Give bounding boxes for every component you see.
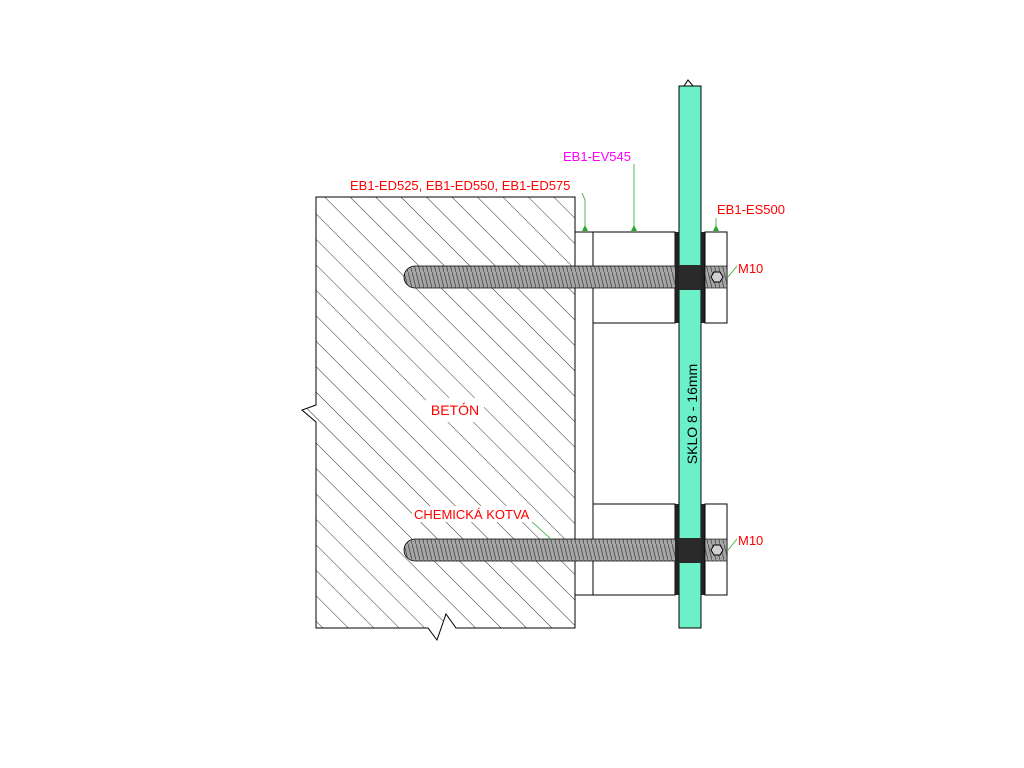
gasket-bottom-left xyxy=(675,504,679,595)
anchor-label-bg xyxy=(412,506,532,522)
bolt-head-top xyxy=(710,271,724,283)
concrete-label: BETÓN xyxy=(431,402,479,418)
arrow-spacer xyxy=(582,225,588,231)
glass-break-mark xyxy=(679,79,701,87)
cap-label: EB1-ES500 xyxy=(717,202,785,217)
threaded-rod-bottom xyxy=(403,538,727,562)
spacer-plate xyxy=(574,231,594,596)
spacer-label: EB1-ED525, EB1-ED550, EB1-ED575 xyxy=(350,178,570,193)
glass-panel xyxy=(678,85,702,629)
anchor-label: CHEMICKÁ KOTVA xyxy=(414,507,530,522)
holder-label: EB1-EV545 xyxy=(563,149,631,164)
gasket-top-left xyxy=(675,232,679,323)
glass-label: SKLO 8 - 16mm xyxy=(684,364,700,464)
bolt-top-label: M10 xyxy=(738,261,763,276)
holder-label-bg xyxy=(562,148,640,164)
leader-bolt-bottom xyxy=(727,538,738,551)
threaded-rod-top xyxy=(403,265,727,289)
concrete-label-bg xyxy=(426,398,484,422)
gasket-top-right xyxy=(701,232,705,323)
sleeve-top xyxy=(679,265,701,290)
arrow-holder xyxy=(631,225,637,231)
spacer-label-bg xyxy=(349,177,583,193)
leader-anchor xyxy=(529,519,553,541)
cap-label-bg xyxy=(716,201,790,217)
leader-lines xyxy=(529,163,738,551)
bolt-head-bottom xyxy=(710,544,724,556)
gasket-bottom-right xyxy=(701,504,705,595)
leader-bolt-top xyxy=(727,265,738,278)
leader-spacer xyxy=(581,192,586,230)
concrete-block: BETÓN xyxy=(301,196,576,642)
arrow-cap xyxy=(713,225,719,231)
bolt-bottom-label: M10 xyxy=(738,533,763,548)
sleeve-bottom xyxy=(679,538,701,563)
